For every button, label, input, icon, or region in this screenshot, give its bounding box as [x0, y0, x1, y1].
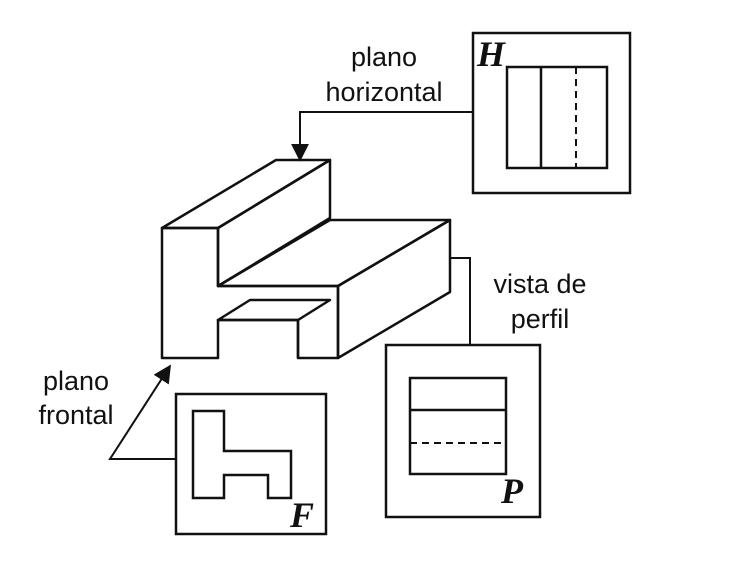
- horizontal-view-frame: [471, 31, 632, 195]
- horizontal-view-outline: [505, 65, 609, 170]
- frontal-plane-leader: [108, 364, 176, 460]
- frontal-plane-label-line1: plano: [43, 366, 109, 396]
- profile-view-frame: [384, 343, 542, 519]
- frontal-view-outline: [191, 409, 293, 500]
- profile-view-label-line1: vista de: [493, 269, 586, 299]
- horizontal-plane-label-line1: plano: [351, 42, 417, 72]
- isometric-solid: [160, 158, 452, 360]
- frontal-view-letter: F: [289, 495, 314, 535]
- leader-lines: [108, 111, 473, 460]
- profile-view-letter: P: [500, 471, 524, 511]
- frontal-view-frame: [174, 392, 328, 536]
- solid-top-face-lower: [216, 218, 452, 288]
- frontal-plane-label-line2: frontal: [38, 400, 113, 430]
- horizontal-view-panel: H: [471, 31, 632, 195]
- solid-recess-face: [216, 298, 332, 322]
- horizontal-view-letter: H: [476, 34, 506, 74]
- solid-top-face-upper: [160, 158, 332, 230]
- labels: plano horizontal vista de perfil plano f…: [38, 42, 586, 430]
- solid-side-face-right: [336, 218, 452, 360]
- profile-view-leader: [450, 257, 471, 345]
- frontal-view-panel: F: [174, 392, 328, 536]
- solid-front-face: [160, 226, 340, 360]
- solid-side-face-upper: [216, 158, 332, 288]
- profile-view-label-line2: perfil: [511, 304, 570, 334]
- horizontal-plane-leader: [291, 111, 473, 162]
- profile-view-panel: P: [384, 343, 542, 519]
- horizontal-plane-label-line2: horizontal: [325, 77, 442, 107]
- profile-view-outline: [408, 376, 508, 476]
